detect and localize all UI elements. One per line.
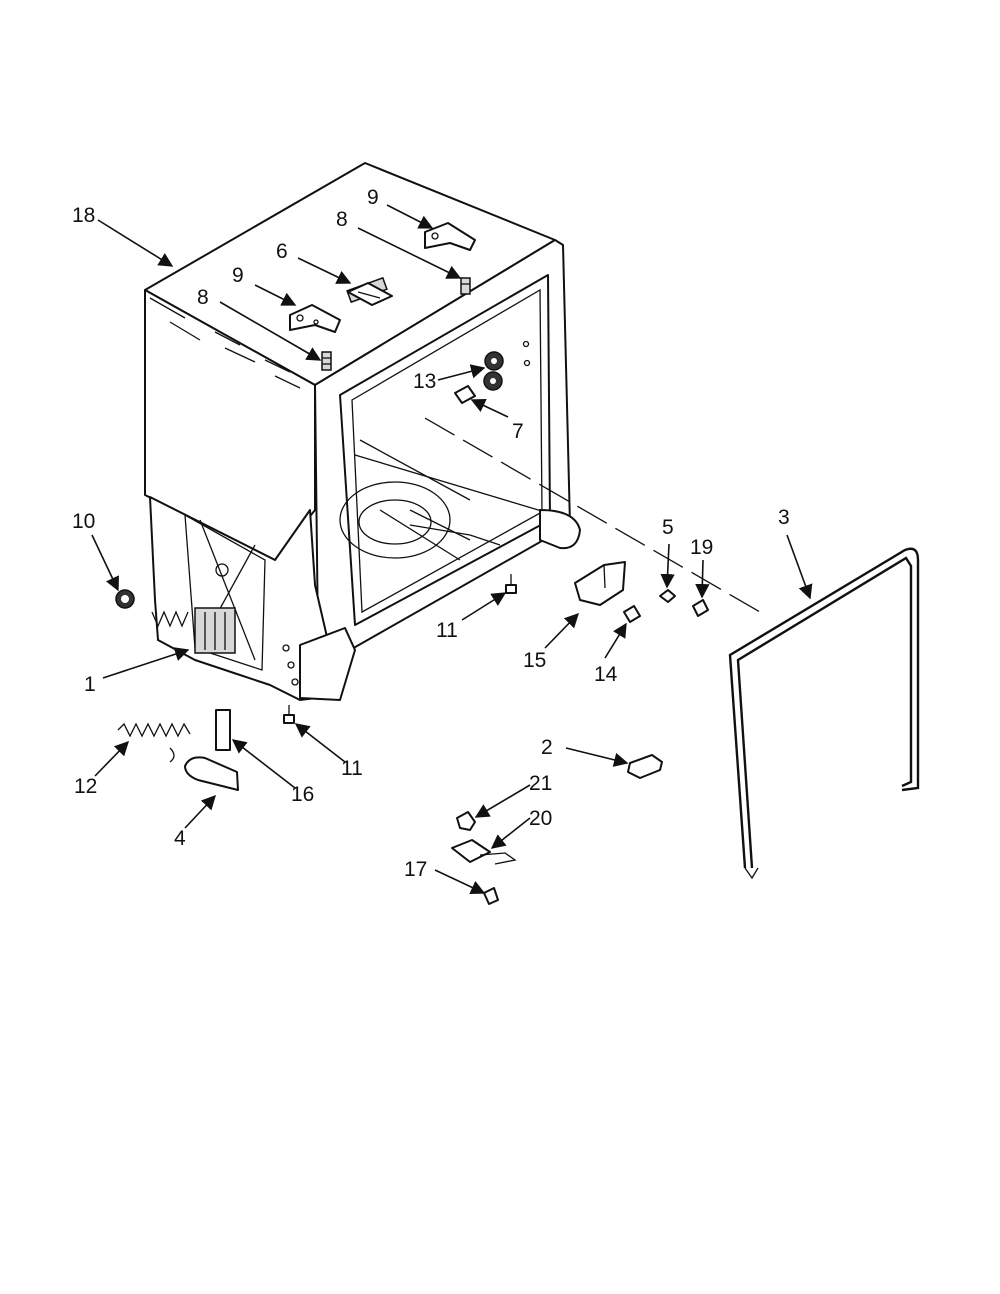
nut-part-5 (659, 589, 676, 603)
callout-10: 10 (72, 510, 96, 533)
leveling-foot-lower (283, 705, 295, 724)
callout-11-upper: 11 (436, 619, 458, 642)
callout-13: 13 (413, 370, 437, 393)
screw-part-7 (454, 385, 476, 404)
slot-cover (347, 282, 393, 306)
alignment-line (424, 417, 761, 613)
nut-part (115, 589, 135, 609)
connector-part (456, 811, 476, 831)
callout-1: 1 (84, 673, 96, 696)
callout-14: 14 (594, 663, 618, 686)
callout-8-right: 8 (336, 208, 348, 231)
callout-3: 3 (778, 506, 790, 529)
hinge-bracket-left (289, 304, 341, 333)
callout-8-left: 8 (197, 286, 209, 309)
callout-7: 7 (512, 420, 524, 443)
spring-part (117, 722, 191, 763)
callout-18: 18 (72, 204, 96, 227)
hinge-bracket-right (424, 222, 476, 251)
callout-16: 16 (291, 783, 315, 806)
mounting-bracket (574, 561, 626, 606)
callout-19: 19 (690, 536, 714, 559)
foot-pad (184, 756, 239, 791)
callout-9-right: 9 (367, 186, 379, 209)
callout-17: 17 (404, 858, 428, 881)
trim-strip (215, 709, 231, 751)
callout-15: 15 (523, 649, 547, 672)
callout-9-left: 9 (232, 264, 244, 287)
door-gasket (728, 547, 920, 869)
strike-bracket (451, 839, 517, 865)
bushing-parts (483, 340, 531, 391)
screw-part-17 (483, 887, 499, 905)
leveling-foot-upper (505, 574, 517, 594)
screw-part-14 (623, 605, 641, 623)
screw-part-left (321, 351, 332, 371)
callout-12: 12 (74, 775, 98, 798)
callout-21: 21 (529, 772, 553, 795)
callout-5: 5 (662, 516, 674, 539)
screw-part-right (460, 277, 471, 295)
callout-2: 2 (541, 736, 553, 759)
screw-part-19 (692, 599, 709, 617)
callout-20: 20 (529, 807, 553, 830)
callout-11-lower: 11 (341, 757, 363, 780)
callout-6: 6 (276, 240, 288, 263)
door-clip (627, 754, 663, 779)
leader-lines (91, 204, 813, 895)
callout-4: 4 (174, 827, 186, 850)
